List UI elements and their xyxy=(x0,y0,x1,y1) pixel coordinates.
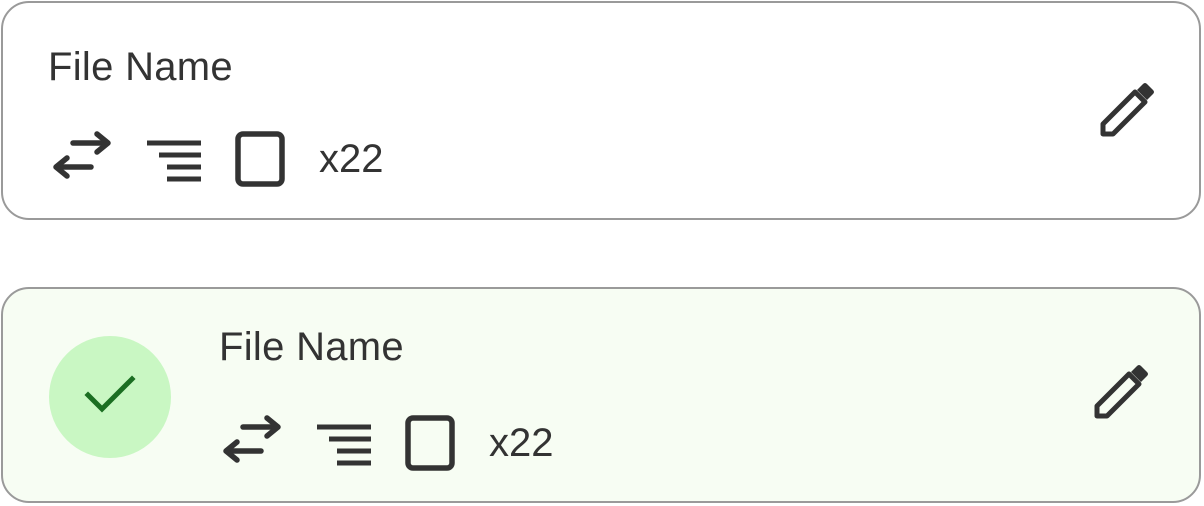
pencil-icon xyxy=(1089,364,1149,429)
file-name: File Name xyxy=(48,45,233,89)
file-card-selected[interactable]: File Name xyxy=(1,287,1201,503)
page-icon xyxy=(405,415,455,471)
page-count: x22 xyxy=(489,421,554,465)
file-name: File Name xyxy=(219,325,404,369)
file-meta-row: x22 xyxy=(51,131,384,187)
page-icon xyxy=(235,131,285,187)
swap-horiz-icon xyxy=(221,415,283,471)
pencil-icon xyxy=(1095,82,1155,147)
edit-button[interactable] xyxy=(1093,82,1157,146)
edit-button[interactable] xyxy=(1087,364,1151,428)
page-count: x22 xyxy=(319,137,384,181)
sort-lines-icon xyxy=(315,415,373,471)
swap-horiz-icon xyxy=(51,131,113,187)
file-meta-row: x22 xyxy=(221,415,554,471)
check-icon xyxy=(84,374,136,420)
selected-check-badge xyxy=(49,336,171,458)
sort-lines-icon xyxy=(145,131,203,187)
file-card[interactable]: File Name xyxy=(1,1,1201,220)
